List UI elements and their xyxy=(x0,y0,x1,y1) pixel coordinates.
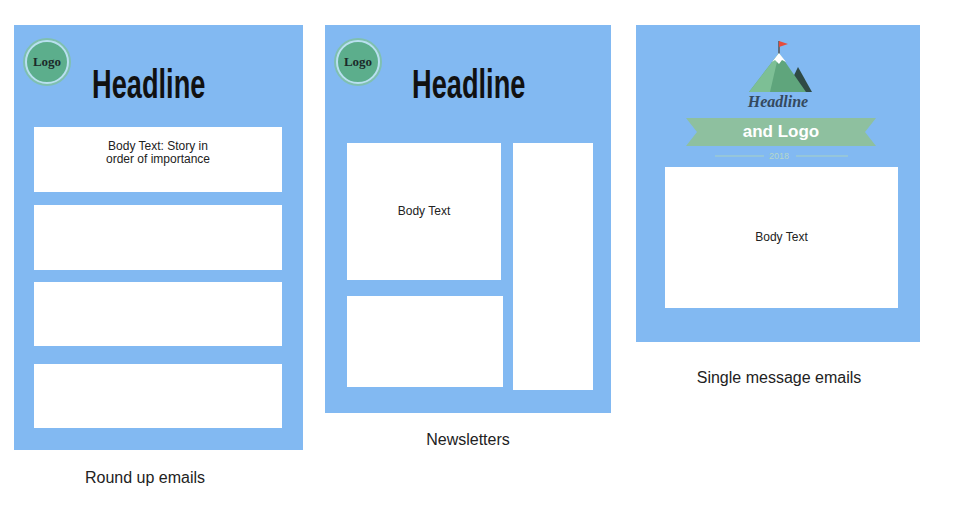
body-text: Body Text xyxy=(755,231,807,244)
body-text: Body Text: Story in order of importance xyxy=(93,140,223,166)
snow-cap xyxy=(772,53,786,64)
ribbon-text: and Logo xyxy=(743,122,819,142)
logo-circle: Logo xyxy=(336,40,380,84)
headline: Headline xyxy=(748,92,808,112)
logo-circle: Logo xyxy=(25,40,69,84)
body-box: Body Text: Story in order of importance xyxy=(34,127,282,192)
ribbon-banner: and Logo xyxy=(686,117,876,147)
email-panel: Headline LogoBody Text: Story in order of… xyxy=(14,25,303,450)
caption: Round up emails xyxy=(85,469,205,487)
caption: Single message emails xyxy=(697,369,862,387)
dark-peak xyxy=(786,67,812,92)
empty-box xyxy=(34,205,282,270)
logo-text: Logo xyxy=(33,54,61,70)
year-label: 2018 xyxy=(769,151,789,161)
email-panel: Headline LogoBody Text xyxy=(325,25,611,413)
ribbon-fill xyxy=(686,118,876,146)
rule-line xyxy=(796,156,848,157)
email-panel: Headline and LogoBody Text xyxy=(636,25,920,342)
empty-box xyxy=(34,364,282,428)
headline: Headline xyxy=(412,61,525,107)
caption: Newsletters xyxy=(426,431,510,449)
empty-box xyxy=(34,282,282,346)
flag xyxy=(779,41,788,47)
body-box: Body Text xyxy=(665,167,898,308)
headline: Headline xyxy=(92,61,205,107)
logo-text: Logo xyxy=(344,54,372,70)
green-peak xyxy=(749,53,806,92)
body-text: Body Text xyxy=(398,205,450,218)
empty-box xyxy=(347,296,503,387)
light-slope xyxy=(749,53,779,92)
body-box: Body Text xyxy=(347,143,501,280)
empty-box xyxy=(513,143,593,390)
rule-line xyxy=(715,156,764,157)
flag-pole xyxy=(778,41,780,55)
